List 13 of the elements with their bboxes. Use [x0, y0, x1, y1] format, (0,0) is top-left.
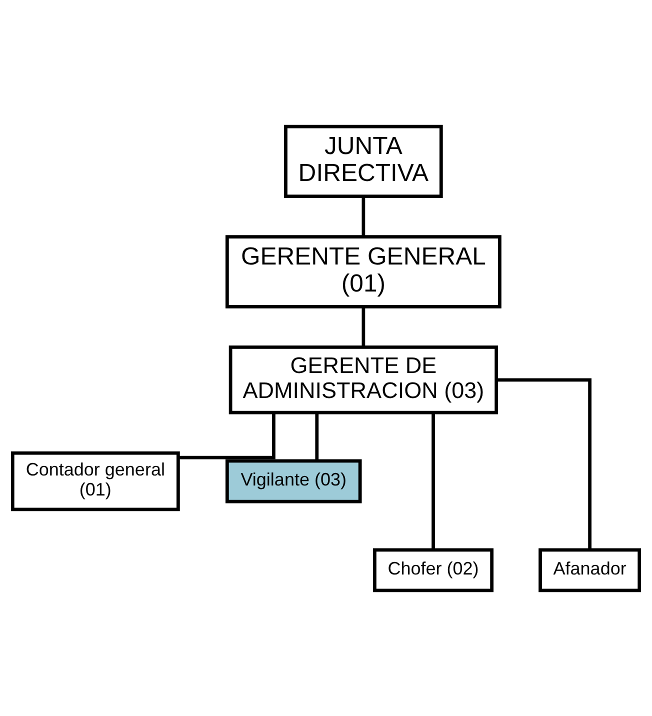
- node-box: Afanador: [538, 548, 642, 592]
- node-box: Vigilante (03): [225, 458, 362, 503]
- connector: [432, 412, 435, 550]
- node-box: GERENTE GENERAL (01): [225, 234, 502, 308]
- connector: [496, 378, 592, 550]
- node-box: Chofer (02): [373, 548, 494, 592]
- connector: [315, 412, 319, 460]
- connector: [362, 196, 366, 236]
- connector: [362, 306, 366, 347]
- connector: [178, 412, 276, 459]
- node-box: JUNTA DIRECTIVA: [284, 124, 443, 198]
- node-box: GERENTE DE ADMINISTRACION (03): [228, 345, 498, 414]
- node-box: Contador general (01): [10, 450, 180, 511]
